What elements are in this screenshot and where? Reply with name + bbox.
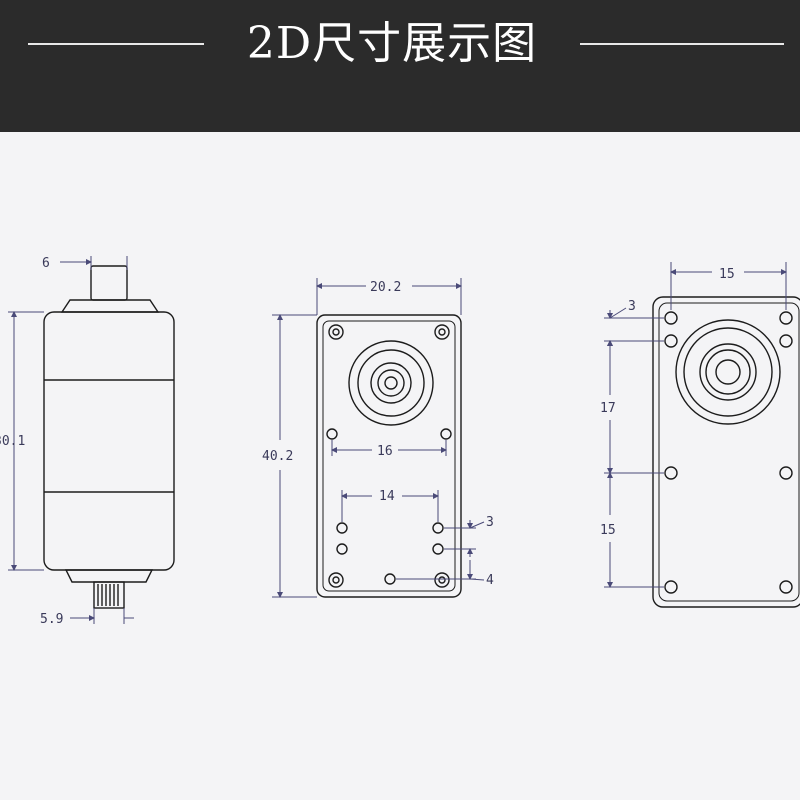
back-span-upper-label: 17 xyxy=(600,401,616,416)
side-bottom-base xyxy=(64,569,154,583)
front-hole-mid-left xyxy=(326,428,338,440)
side-bottom-width-label: 5.9 xyxy=(40,612,63,627)
front-hole-bottom xyxy=(384,573,396,585)
front-view xyxy=(316,314,462,598)
side-height-label: 30.1 xyxy=(0,434,25,449)
front-offset-a-label: 3 xyxy=(486,515,494,530)
back-view xyxy=(652,296,800,608)
side-top-width-label: 6 xyxy=(42,256,50,271)
title-rule-left xyxy=(28,43,204,45)
front-hole-span-upper-label: 16 xyxy=(377,444,393,459)
front-mount-hole-br xyxy=(434,572,450,588)
front-offset-b-label: 4 xyxy=(486,573,494,588)
side-top-shoulder xyxy=(60,299,160,313)
back-output-hub xyxy=(699,343,757,401)
title-rule-right xyxy=(580,43,784,45)
front-width-label: 20.2 xyxy=(370,280,401,295)
front-hole-span-lower-label: 14 xyxy=(379,489,395,504)
front-hole-mid-right xyxy=(440,428,452,440)
output-shaft-top xyxy=(90,265,128,301)
back-offset-top-label: 3 xyxy=(628,299,636,314)
front-outline xyxy=(316,314,462,598)
page-title: 2D尺寸展示图 xyxy=(246,18,538,69)
front-height-label: 40.2 xyxy=(262,449,293,464)
front-gear-housing xyxy=(348,340,434,426)
spline-gear xyxy=(93,581,125,609)
side-view xyxy=(43,265,175,609)
front-mount-hole-tr xyxy=(434,324,450,340)
front-inner-outline xyxy=(322,320,456,592)
back-gear-housing xyxy=(675,319,781,425)
front-output-spline xyxy=(370,362,412,404)
front-mount-hole-bl xyxy=(328,572,344,588)
back-span-lower-label: 15 xyxy=(600,523,616,538)
front-mount-hole-tl xyxy=(328,324,344,340)
back-width-label: 15 xyxy=(719,267,735,282)
back-outline xyxy=(652,296,800,608)
side-dimensions xyxy=(8,256,134,624)
back-dimensions xyxy=(604,262,787,588)
title-banner: 2D尺寸展示图 xyxy=(0,0,800,132)
side-body xyxy=(43,311,175,571)
front-dimensions xyxy=(272,278,485,598)
drawing-canvas xyxy=(0,132,800,800)
